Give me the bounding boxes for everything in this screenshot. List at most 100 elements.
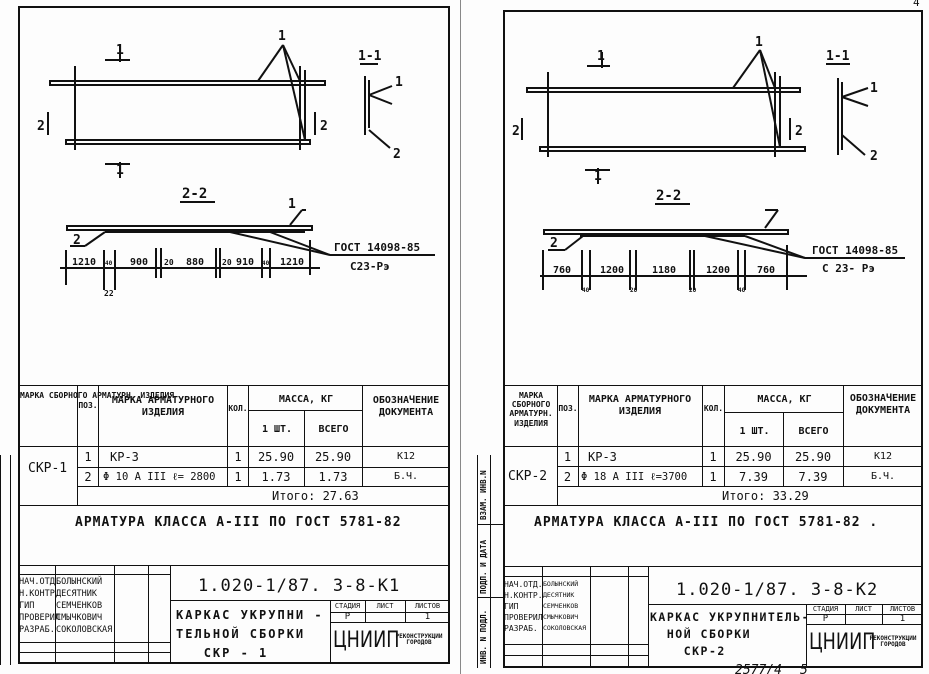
header-doc: ОБОЗНАЧЕНИЕ ДОКУМЕНТА [849, 393, 917, 416]
dim-label: 1180 [652, 265, 676, 276]
assembly-mark-cell: СКР-1 [28, 461, 68, 476]
doc-cell: К12 [873, 451, 893, 462]
section-mark-2-left: 2 [37, 119, 45, 134]
dimension-labels: 1210 40 900 20 880 20 910 40 1210 22 [72, 257, 304, 298]
mark-cell: Φ 18 А III ℓ=3700 [581, 471, 688, 483]
document-title: КАРКАС УКРУПНИТЕЛЬ- НОЙ СБОРКИ СКР-2 [650, 610, 811, 658]
sheet-1-frame [18, 6, 450, 664]
document-code: 1.020-1/87. 3-8-К1 [198, 576, 401, 596]
section-mark-1-top: 1 [116, 43, 124, 58]
mass-total-cell: 1.73 [318, 470, 348, 484]
pos-cell: 1 [563, 450, 572, 464]
section-mark-2-left: 2 [512, 124, 520, 139]
header-mass-one: 1 ШТ. [261, 424, 293, 435]
callout-1: 1 [755, 35, 763, 50]
mass-one-cell: 7.39 [739, 470, 768, 484]
sheet-label: ЛИСТ [376, 602, 394, 610]
strip-divider [477, 597, 503, 598]
stage-label: СТАДИЯ [812, 605, 839, 613]
sheet-2-frame [503, 10, 923, 668]
pos-cell: 1 [84, 450, 92, 464]
footer-number: 2577/4 [735, 663, 782, 674]
section-label-1-1: 1-1 [358, 49, 382, 64]
pos-cell: 2 [84, 470, 92, 484]
section-mark-1-top: 1 [597, 49, 605, 64]
callout-1-section: 1 [395, 75, 403, 90]
weld-label: С23-Рэ [350, 260, 390, 273]
sheets-label: ЛИСТОВ [414, 602, 441, 610]
sheet-1-side-strip [0, 455, 1, 665]
header-assembly-mark: МАРКА СБОРНОГО АРМАТУРН. ИЗДЕЛИЯ [509, 391, 553, 428]
mark-cell: Φ 10 А III ℓ= 2800 [103, 471, 216, 483]
total-mass: Итого: 33.29 [722, 489, 809, 503]
dim-label: 40 [262, 260, 270, 267]
header-item-mark: МАРКА АРМАТУРНОГО ИЗДЕЛИЯ [111, 395, 215, 418]
dim-label: 1200 [706, 265, 730, 276]
header-mass-total: ВСЕГО [318, 424, 349, 435]
footer-page: 5 [800, 663, 808, 674]
mass-one-cell: 25.90 [735, 450, 772, 464]
pos-cell: 2 [563, 470, 572, 484]
dim-label: 22 [104, 289, 114, 298]
section-label-2-2: 2-2 [656, 188, 681, 204]
strip-label-replace: ВЗАМ. ИНВ.N [479, 470, 488, 520]
section-label-2-2: 2-2 [182, 186, 207, 202]
callout-2-section: 2 [870, 149, 878, 164]
dim-label: 20 [164, 258, 174, 267]
header-mass-one: 1 ШТ. [739, 426, 770, 437]
sheet-2-note: АРМАТУРА КЛАССА А-III ПО ГОСТ 5781-82 . [534, 515, 879, 530]
mass-one-cell: 25.90 [257, 450, 295, 464]
mass-total-cell: 7.39 [798, 470, 828, 484]
dim-label: 760 [553, 265, 571, 276]
mark-cell: КР-3 [588, 450, 617, 464]
qty-cell: 1 [234, 470, 242, 484]
sheet-2-side-strip [477, 455, 478, 668]
callout-1-22: 1 [288, 197, 296, 212]
header-mass: МАССА, КГ [757, 394, 812, 405]
sheet-separator [460, 0, 461, 674]
dim-label: 880 [186, 257, 204, 268]
dimension-labels: 760 1200 1180 1200 760 40 20 20 40 [553, 265, 775, 294]
doc-cell: Б.Ч. [870, 471, 896, 482]
header-pos: ПОЗ. [558, 404, 578, 413]
header-item-mark: МАРКА АРМАТУРНОГО ИЗДЕЛИЯ [588, 394, 692, 417]
sheets-value: 1 [899, 614, 906, 624]
total-mass: Итого: 27.63 [272, 489, 359, 503]
dim-label: 900 [130, 257, 148, 268]
section-mark-1-bottom: 1 [594, 169, 602, 184]
callout-2-22: 2 [73, 233, 81, 248]
callout-1: 1 [278, 29, 286, 44]
doc-cell: Б.Ч. [393, 471, 419, 482]
qty-cell: 1 [234, 450, 242, 464]
sheet-2-drawing: 1 1 2 2 1 1-1 1 2 2-2 2 ГОСТ 14098-85 С … [512, 35, 905, 294]
header-doc: ОБОЗНАЧЕНИЕ ДОКУМЕНТА [372, 395, 440, 418]
dim-label: 40 [582, 287, 590, 294]
dim-label: 20 [689, 287, 697, 294]
section-label-1-1: 1-1 [826, 49, 850, 64]
sheet-1-side-strip-line [10, 455, 11, 665]
mark-cell: КР-3 [110, 450, 139, 464]
callout-2-section: 2 [393, 147, 401, 162]
section-mark-2-right: 2 [320, 119, 328, 134]
callout-2-22: 2 [550, 236, 558, 251]
header-mass-total: ВСЕГО [798, 426, 829, 437]
strip-label-sign: ПОДП. И ДАТА [479, 539, 488, 594]
strip-divider [477, 524, 503, 525]
org-subtitle: РЕКОНСТРУКЦИИ ГОРОДОВ [869, 635, 917, 648]
doc-cell: К12 [396, 451, 416, 462]
sheet-1-drawing: 1 1 2 2 1 1-1 1 2 2-2 1 2 ГОСТ 14098-85 … [37, 29, 435, 298]
callout-1-section: 1 [870, 81, 878, 96]
page-corner-number: 4 [913, 0, 920, 9]
header-qty: КОЛ. [228, 404, 248, 413]
header-mass: МАССА, КГ [278, 394, 334, 405]
document-code: 1.020-1/87. 3-8-К2 [676, 580, 879, 600]
dim-label: 20 [222, 258, 232, 267]
sheet-label: ЛИСТ [855, 605, 872, 613]
org-logo: ЦНИИП [333, 628, 400, 653]
weld-label: С 23- Рэ [822, 262, 875, 275]
